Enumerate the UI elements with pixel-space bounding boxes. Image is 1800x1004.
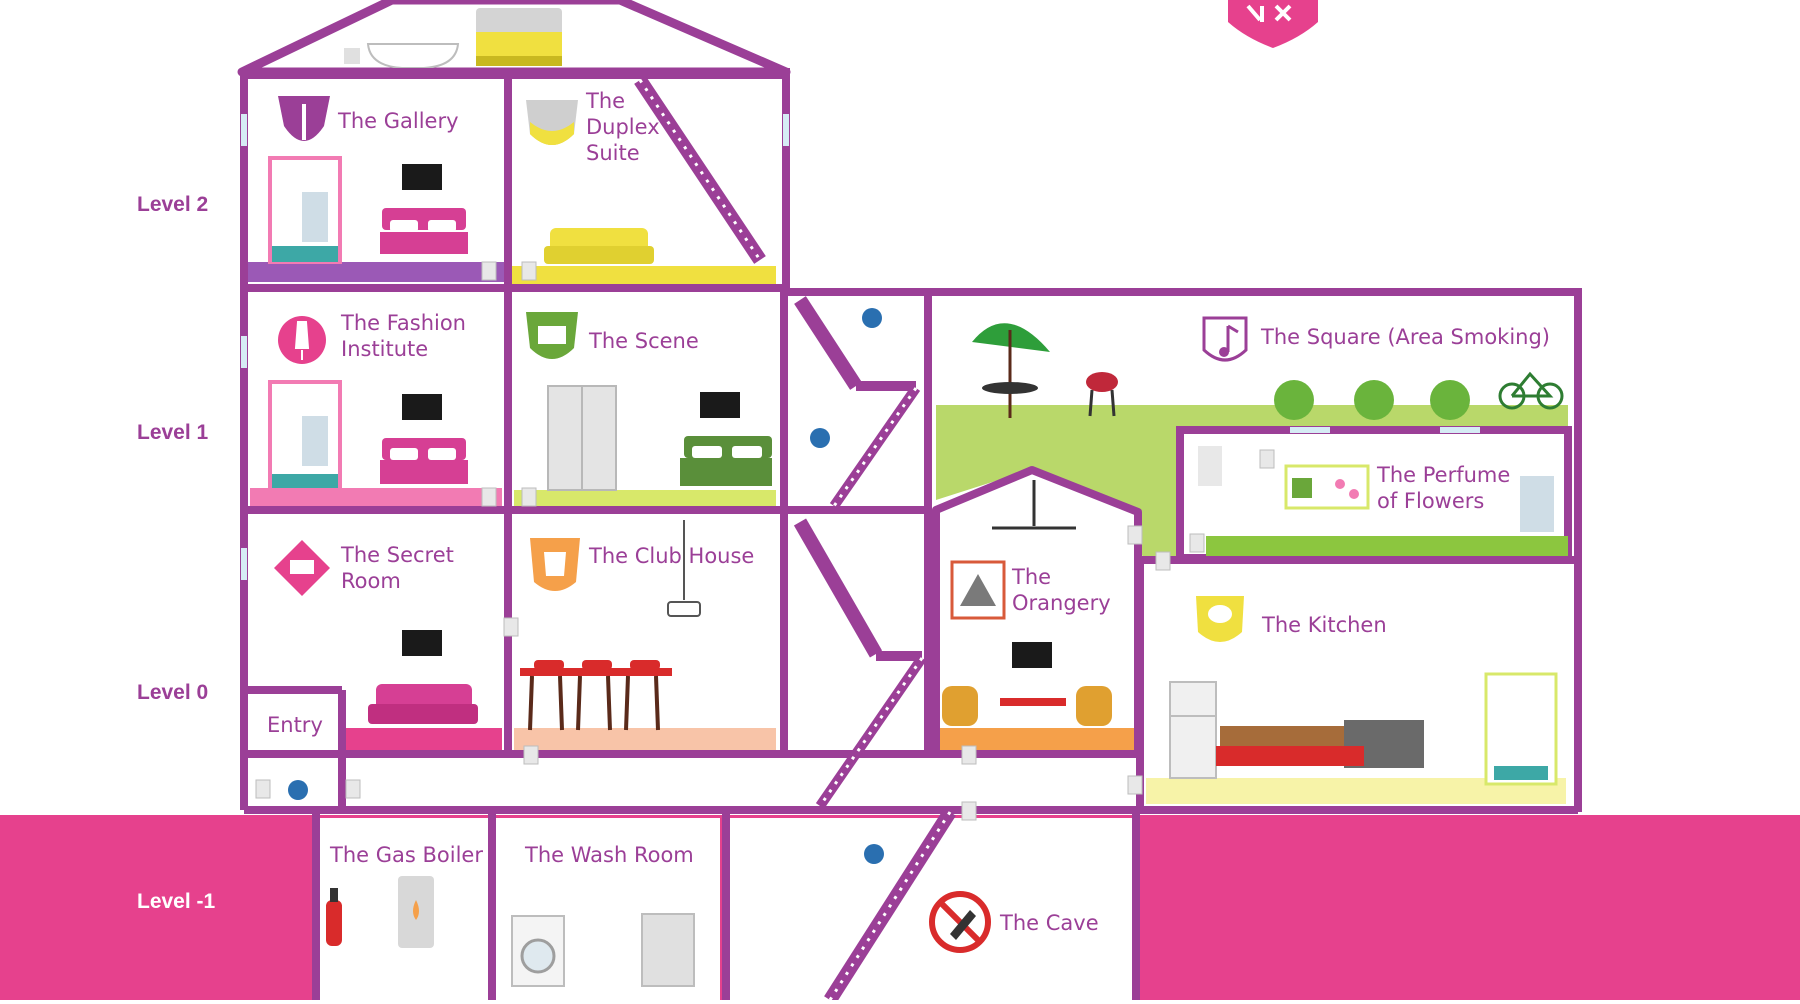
staircases (634, 76, 956, 1004)
room-label-fashion-line1: The Fashion (341, 311, 466, 335)
room-label-kitchen: The Kitchen (1262, 613, 1387, 637)
boiler-icon (398, 876, 434, 948)
parasol-icon (972, 323, 1050, 418)
stair-shaft-lower (784, 514, 924, 750)
logo-icon (1228, 0, 1318, 48)
no-digging-icon (929, 891, 991, 953)
room-label-duplex-line1: The (586, 89, 626, 113)
washing-machine-icon (511, 915, 565, 987)
room-label-secret-line2: Room (341, 569, 401, 593)
room-label-duplex-line2: Duplex (586, 115, 660, 139)
level-2-label: Level 2 (137, 193, 209, 216)
level-1-label: Level 1 (137, 421, 209, 444)
bbq-icon (1086, 372, 1118, 417)
room-label-entry: Entry (267, 713, 323, 737)
sofa-icon (368, 684, 478, 724)
outlets (255, 261, 1275, 821)
clapperboard-icon (526, 312, 578, 359)
dishwasher-icon (641, 913, 695, 987)
book-icon (274, 540, 330, 596)
bicycle-icon (1498, 371, 1564, 410)
attic-bed-icon (476, 8, 562, 66)
level-minus-1-label: Level -1 (137, 890, 216, 913)
music-note-icon (1202, 316, 1248, 362)
room-label-orangery-line1: The (1012, 565, 1052, 589)
shirt-icon (530, 538, 580, 591)
elevator-icon (288, 308, 884, 864)
room-label-scene: The Scene (589, 329, 699, 353)
windows (241, 114, 1480, 580)
bed-icon (380, 438, 468, 484)
shield-icon (526, 100, 578, 145)
room-label-square: The Square (Area Smoking) (1261, 325, 1550, 349)
room-label-perfume-line1: The Perfume (1377, 463, 1511, 487)
room-label-fashion-line2: Institute (341, 337, 429, 361)
room-label-gallery: The Gallery (338, 109, 459, 133)
bed-icon (380, 208, 468, 254)
chef-hat-icon (1196, 596, 1244, 642)
dining-table-icon (520, 660, 672, 731)
fire-extinguisher-icon (326, 888, 342, 946)
level-0-label: Level 0 (137, 681, 209, 704)
armchair-icon (942, 686, 1112, 726)
sofa-icon (544, 228, 654, 264)
wardrobe-icon (547, 385, 617, 491)
bed-icon (680, 436, 772, 486)
pyramid-icon (950, 560, 1006, 620)
bush-icon (1274, 380, 1470, 420)
brush-icon (278, 96, 330, 141)
room-label-gas-boiler: The Gas Boiler (330, 843, 483, 867)
kitchen-counter-icon (1216, 720, 1424, 768)
room-label-club-house: The Club House (589, 544, 755, 568)
fridge-icon (1169, 681, 1217, 779)
room-label-wash-room: The Wash Room (525, 843, 694, 867)
dress-form-icon (278, 316, 326, 364)
watering-can-icon (1292, 478, 1359, 499)
room-label-secret-line1: The Secret (341, 543, 454, 567)
room-label-duplex-line3: Suite (586, 141, 640, 165)
bathtub-icon (344, 43, 460, 69)
room-label-orangery-line2: Orangery (1012, 591, 1111, 615)
ceiling-fan-icon (992, 480, 1076, 530)
room-label-perfume-line2: of Flowers (1377, 489, 1485, 513)
room-label-cave: The Cave (1000, 911, 1099, 935)
garden-area (936, 405, 1568, 560)
